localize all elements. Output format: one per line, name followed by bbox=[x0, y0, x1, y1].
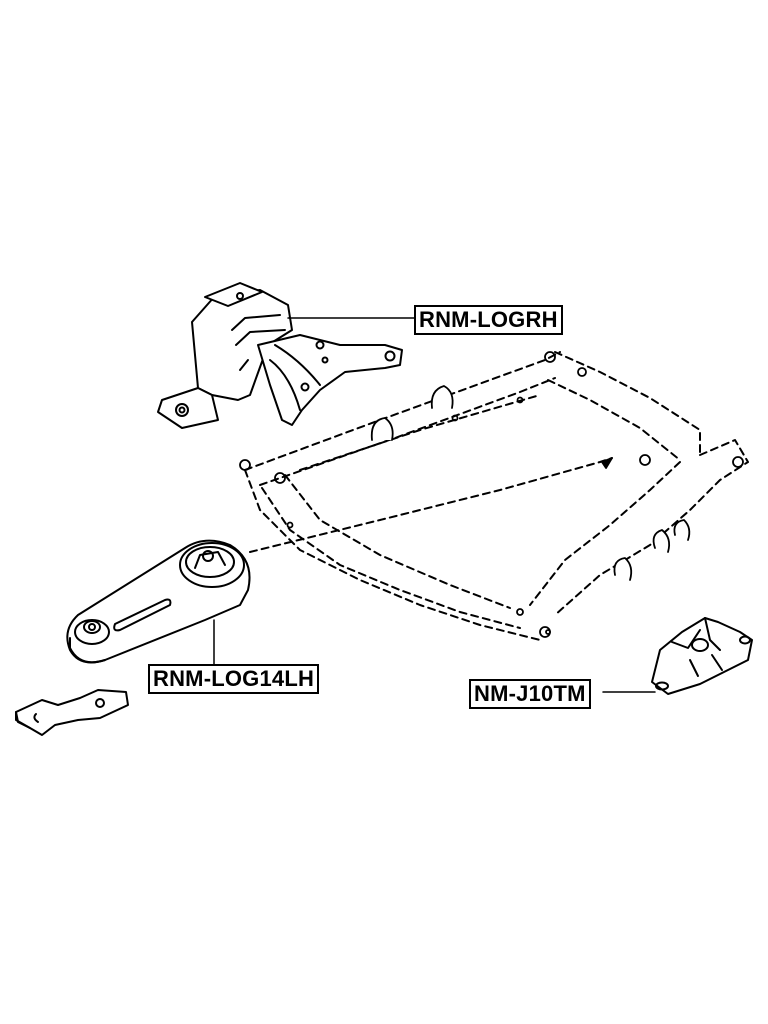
part-label-rnm-log14lh: RNM-LOG14LH bbox=[148, 664, 320, 694]
subframe-drawing bbox=[244, 351, 749, 641]
transmission-mount-drawing bbox=[602, 617, 753, 695]
engine-mount-rh-drawing bbox=[157, 282, 415, 429]
part-label-rnm-logrh: RNM-LOGRH bbox=[414, 305, 563, 335]
subframe-bushings bbox=[239, 351, 744, 638]
part-label-nm-j10tm: NM-J10TM bbox=[469, 679, 591, 709]
torque-rod-lh-drawing bbox=[66, 539, 251, 665]
mount-bracket-drawing bbox=[15, 689, 129, 736]
